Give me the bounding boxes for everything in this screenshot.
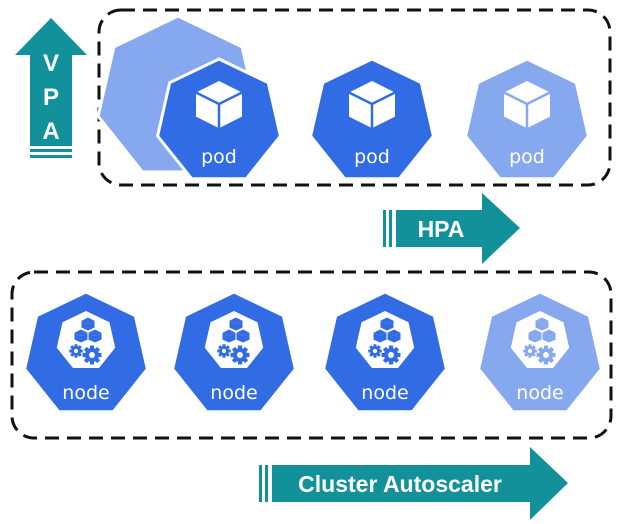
node-label: node bbox=[516, 382, 563, 404]
vpa-arrow: V P A bbox=[15, 18, 87, 158]
cluster-autoscaler-label: Cluster Autoscaler bbox=[298, 471, 502, 497]
node-label: node bbox=[361, 382, 408, 404]
node-label: node bbox=[62, 382, 109, 404]
hpa-arrow: HPA bbox=[383, 193, 520, 264]
pod-icon: pod bbox=[308, 57, 436, 181]
pod-label: pod bbox=[354, 146, 390, 168]
pod-label: pod bbox=[509, 146, 545, 168]
cluster-autoscaler-arrow: Cluster Autoscaler bbox=[259, 447, 568, 520]
node-icon: node bbox=[321, 290, 449, 414]
pod-label: pod bbox=[201, 146, 237, 168]
hpa-label: HPA bbox=[418, 216, 465, 242]
vpa-letter-v: V bbox=[43, 50, 59, 77]
vpa-letter-p: P bbox=[43, 84, 59, 111]
pod-icon: pod bbox=[463, 57, 591, 181]
node-group-border bbox=[10, 270, 613, 440]
pod-icon: pod bbox=[155, 57, 283, 181]
node-label: node bbox=[210, 382, 257, 404]
node-icon: node bbox=[22, 290, 150, 414]
node-icon: node bbox=[476, 290, 604, 414]
vpa-letter-a: A bbox=[42, 118, 59, 145]
node-icon: node bbox=[170, 290, 298, 414]
pod-group-border bbox=[97, 8, 612, 187]
